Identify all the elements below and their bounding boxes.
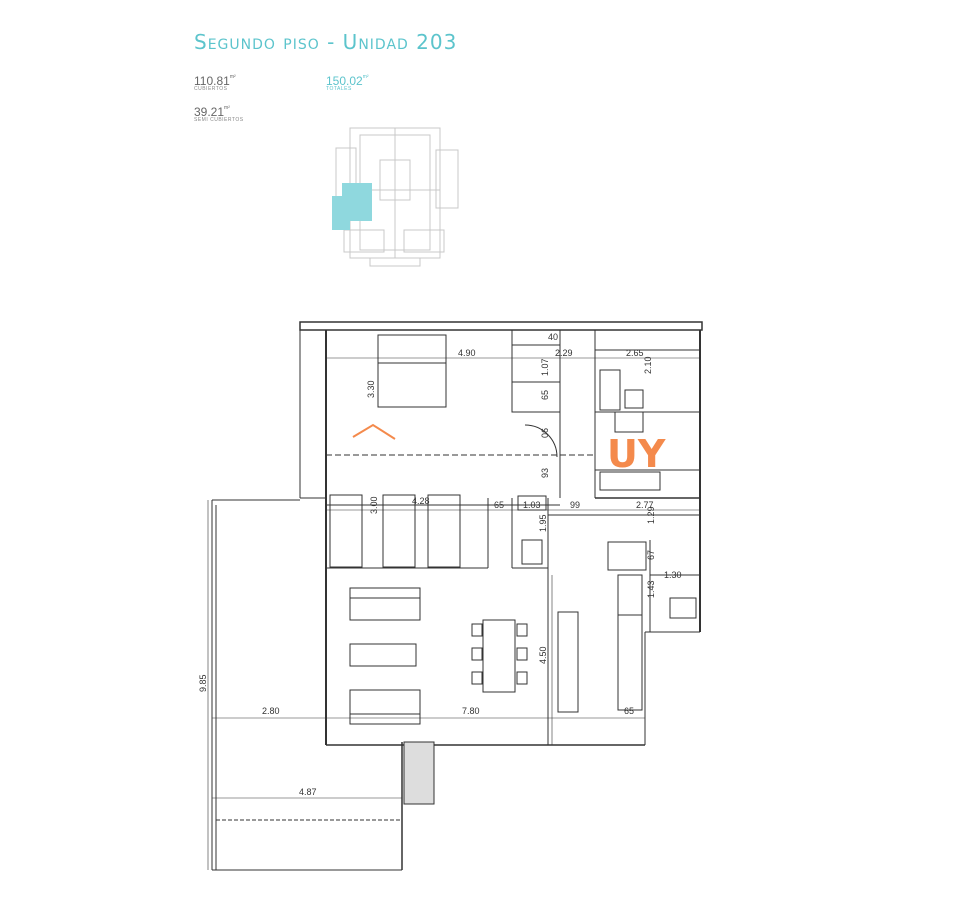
area-cubiertos: 110.81m² CUBIERTOS — [194, 74, 236, 92]
dim-label: 93 — [540, 468, 550, 478]
watermark-logo: UY — [607, 432, 666, 476]
dim-label: 99 — [570, 500, 580, 510]
page-title: Segundo piso - Unidad 203 — [194, 30, 458, 54]
area-semi-cubiertos: 39.21m² SEMI CUBIERTOS — [194, 105, 244, 123]
area-unit: m² — [229, 74, 236, 80]
orange-roof-icon — [352, 423, 396, 440]
dim-label: 65 — [624, 706, 634, 716]
dim-label: 7.80 — [462, 706, 480, 716]
dim-label: 06 — [540, 428, 550, 438]
dim-label: 2.10 — [643, 356, 653, 374]
dim-label: 2.65 — [626, 348, 644, 358]
dim-label: 1.03 — [523, 500, 541, 510]
dim-label: 3.30 — [366, 380, 376, 398]
dim-label: 4.28 — [412, 496, 430, 506]
area-totales: 150.02m² TOTALES — [326, 74, 369, 92]
dim-label: 4.50 — [538, 646, 548, 664]
dim-label: 4.90 — [458, 348, 476, 358]
dim-label: 4.87 — [299, 787, 317, 797]
dim-label: 40 — [548, 332, 558, 342]
dim-label: 1.30 — [664, 570, 682, 580]
area-cubiertos-value: 110.81 — [194, 74, 230, 88]
area-unit: m² — [362, 74, 369, 80]
area-totales-value: 150.02 — [326, 74, 363, 88]
dim-label: 2.80 — [262, 706, 280, 716]
area-unit: m² — [224, 105, 230, 111]
dim-label: 2.77 — [636, 500, 654, 510]
dim-label: 3.00 — [369, 496, 379, 514]
dim-label: 1.29 — [646, 506, 656, 524]
dim-label: 67 — [646, 550, 656, 560]
dim-label: 9.85 — [198, 674, 208, 692]
dim-label: 2.29 — [555, 348, 573, 358]
dim-label: 65 — [540, 390, 550, 400]
dim-label: 1.43 — [646, 580, 656, 598]
dim-label: 65 — [494, 500, 504, 510]
area-semi-value: 39.21 — [194, 105, 225, 119]
dim-label: 1.07 — [540, 358, 550, 376]
area-cubiertos-label: CUBIERTOS — [194, 86, 228, 92]
area-totales-label: TOTALES — [326, 86, 352, 92]
dim-label: 1.95 — [538, 514, 548, 532]
area-semi-label: SEMI CUBIERTOS — [194, 117, 244, 123]
